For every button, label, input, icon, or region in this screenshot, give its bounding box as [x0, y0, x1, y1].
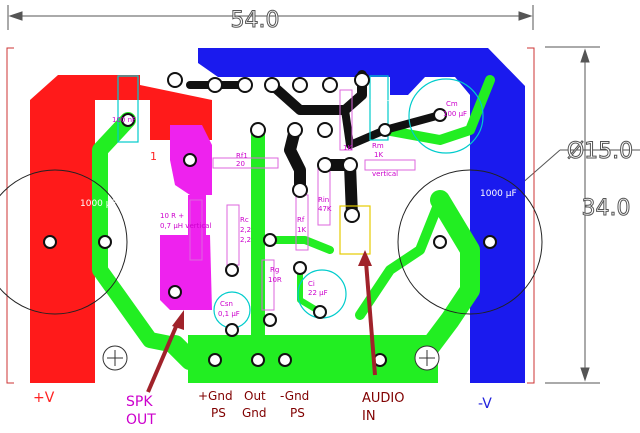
- rm-value-text: 1K: [374, 151, 383, 159]
- arrows: [146, 250, 377, 393]
- board-outline: [6, 47, 535, 384]
- signal-traces: [186, 70, 444, 221]
- hole-dimension-text: Ø15.0: [567, 139, 633, 164]
- pads: [43, 72, 497, 367]
- positive-rail-trace: [30, 75, 212, 383]
- gnd-ps-plus-label-2: PS: [211, 406, 226, 420]
- cap-outlines: [0, 169, 543, 315]
- rf-label-text: Rf: [297, 216, 305, 224]
- rin-value-text: 47K: [318, 205, 332, 213]
- neg-v-label: -V: [478, 396, 492, 412]
- rc-label-text: Rc: [240, 216, 249, 224]
- spk-out-label-2: OUT: [126, 412, 156, 428]
- rc-alt-text: 2,2: [240, 236, 251, 244]
- hole-dimension: [519, 149, 640, 186]
- big-cap-right-text: 1000 µF: [480, 189, 517, 199]
- gnd-ps-plus-label-1: +Gnd: [198, 389, 233, 403]
- c-100nf-left-text: 100 nF: [112, 116, 136, 124]
- rin-label-text: Rin: [318, 196, 329, 204]
- rf-value-text: 1K: [297, 226, 306, 234]
- width-dimension-text: 54.0: [231, 8, 280, 33]
- coil-line1-text: 10 R +: [160, 212, 184, 220]
- rf1-value-text: 20: [236, 160, 245, 168]
- rf1-label-text: Rf1: [236, 152, 248, 160]
- coil-line2-text: 0,7 µH vertical: [160, 222, 211, 230]
- ground-pour: [188, 335, 438, 383]
- gnd-ps-minus-label-1: -Gnd: [280, 389, 309, 403]
- big-cap-left-text: 1000 µF: [80, 199, 117, 209]
- cm-value-text: 100 µF: [443, 110, 467, 118]
- pin1-label: 1: [150, 150, 157, 163]
- spk-out-label-1: SPK: [126, 394, 153, 410]
- audio-in-label-2: IN: [362, 409, 376, 424]
- out-gnd-label-2: Gnd: [242, 406, 267, 420]
- rm-vertical-text: vertical: [372, 170, 398, 178]
- ci-label-text: Ci: [308, 280, 315, 288]
- height-dimension-text: 34.0: [582, 196, 631, 221]
- rm-label-text: Rm: [372, 142, 384, 150]
- rc-value-text: 2,2: [240, 226, 251, 234]
- width-dimension: [7, 5, 534, 30]
- rm-extra-text: 1K: [343, 144, 352, 152]
- csn-label-text: Csn: [220, 300, 233, 308]
- gnd-ps-minus-label-2: PS: [290, 406, 305, 420]
- rg-label-text: Rg: [270, 266, 279, 274]
- ci-value-text: 22 µF: [308, 289, 328, 297]
- out-gnd-label-1: Out: [244, 389, 266, 403]
- mounting-holes: [102, 345, 440, 371]
- csn-value-text: 0,1 µF: [218, 310, 240, 318]
- pos-v-label: +V: [33, 390, 55, 406]
- height-dimension: [545, 46, 600, 384]
- audio-in-label-1: AUDIO: [362, 391, 405, 406]
- cm-label-text: Cm: [446, 100, 458, 108]
- rg-value-text: 10R: [268, 276, 282, 284]
- c-100nf-right-text: 100 nF: [370, 98, 394, 106]
